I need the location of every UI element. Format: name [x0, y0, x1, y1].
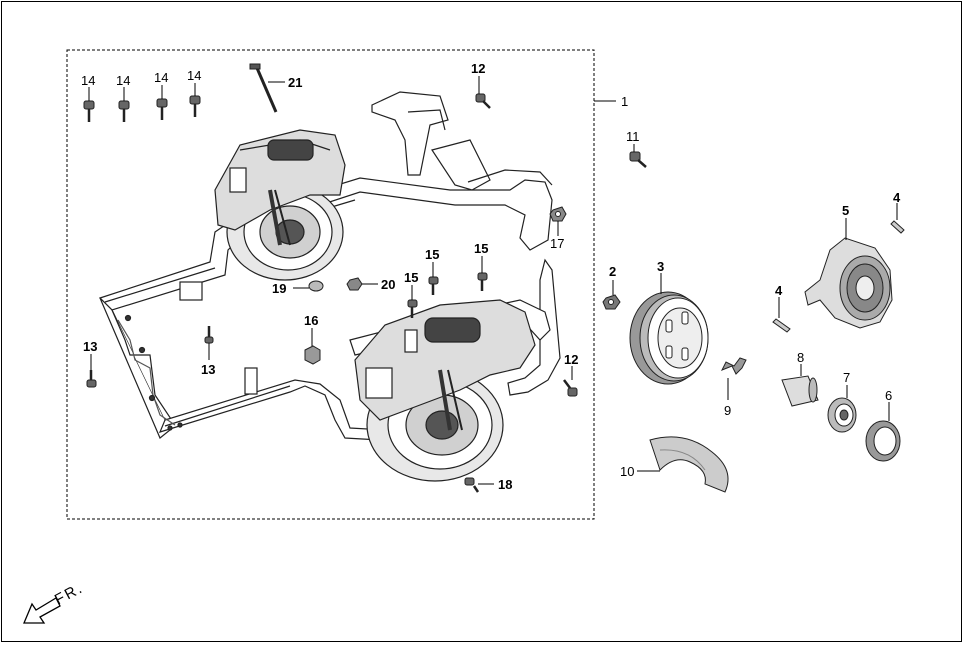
rear-wheel-assembly [214, 129, 346, 281]
callout-2: 2 [609, 264, 616, 279]
callout-15-a: 15 [425, 247, 439, 262]
callout-3: 3 [657, 259, 664, 274]
front-wheel-assembly [354, 299, 536, 482]
part-10-belt-guard [649, 436, 729, 493]
callout-6: 6 [885, 388, 892, 403]
front-direction-arrow-icon [23, 597, 61, 624]
callout-19: 19 [272, 281, 286, 296]
leader-lines-15 [411, 256, 483, 300]
callout-14-b: 14 [116, 73, 130, 88]
callout-21: 21 [288, 75, 302, 90]
callout-12-top: 12 [471, 61, 485, 76]
callout-20: 20 [381, 277, 395, 292]
part-8-spacer [781, 375, 819, 407]
part-9-bracket [720, 357, 747, 375]
callout-14-c: 14 [154, 70, 168, 85]
callout-10: 10 [620, 464, 634, 479]
leader-lines-14 [88, 83, 196, 101]
part-15-bolts [407, 272, 488, 318]
callout-5: 5 [842, 203, 849, 218]
part-16-nut [304, 345, 321, 365]
part-13-bolt-left [86, 370, 97, 388]
part-7-bearing [827, 397, 857, 433]
callout-8: 8 [797, 350, 804, 365]
part-17-nut [549, 206, 567, 222]
callout-1: 1 [621, 94, 628, 109]
callout-14-d: 14 [187, 68, 201, 83]
part-4-pins [772, 220, 905, 333]
callout-14-a: 14 [81, 73, 95, 88]
part-11-bolt [629, 151, 647, 168]
part-5-housing [804, 237, 893, 329]
callout-15-c: 15 [404, 270, 418, 285]
part-14-bolts [83, 95, 201, 122]
callout-12-right: 12 [564, 352, 578, 367]
part-3-pulley [629, 291, 709, 385]
callout-13-mid: 13 [201, 362, 215, 377]
callout-13-left: 13 [83, 339, 97, 354]
callout-4-left: 4 [775, 283, 783, 298]
callout-9: 9 [724, 403, 731, 418]
part-13-bolt-mid [204, 326, 214, 344]
part-20-nut [346, 277, 363, 291]
callout-15-b: 15 [474, 241, 488, 256]
part-19-washer [308, 280, 324, 292]
part-18-bolt [464, 477, 480, 493]
part-2-nut [602, 294, 621, 310]
part-6-seal [865, 420, 901, 462]
callout-11: 11 [626, 129, 640, 144]
callout-17: 17 [550, 236, 564, 251]
part-21-pin [249, 63, 278, 113]
assembly-group-box [66, 49, 595, 520]
part-12-bolt-top [475, 93, 491, 109]
callout-18: 18 [498, 477, 512, 492]
front-direction-label: FR. [52, 579, 87, 608]
part-12-bolt-right [563, 379, 578, 397]
callout-16: 16 [304, 313, 318, 328]
callout-4-right: 4 [893, 190, 901, 205]
callout-7: 7 [843, 370, 850, 385]
